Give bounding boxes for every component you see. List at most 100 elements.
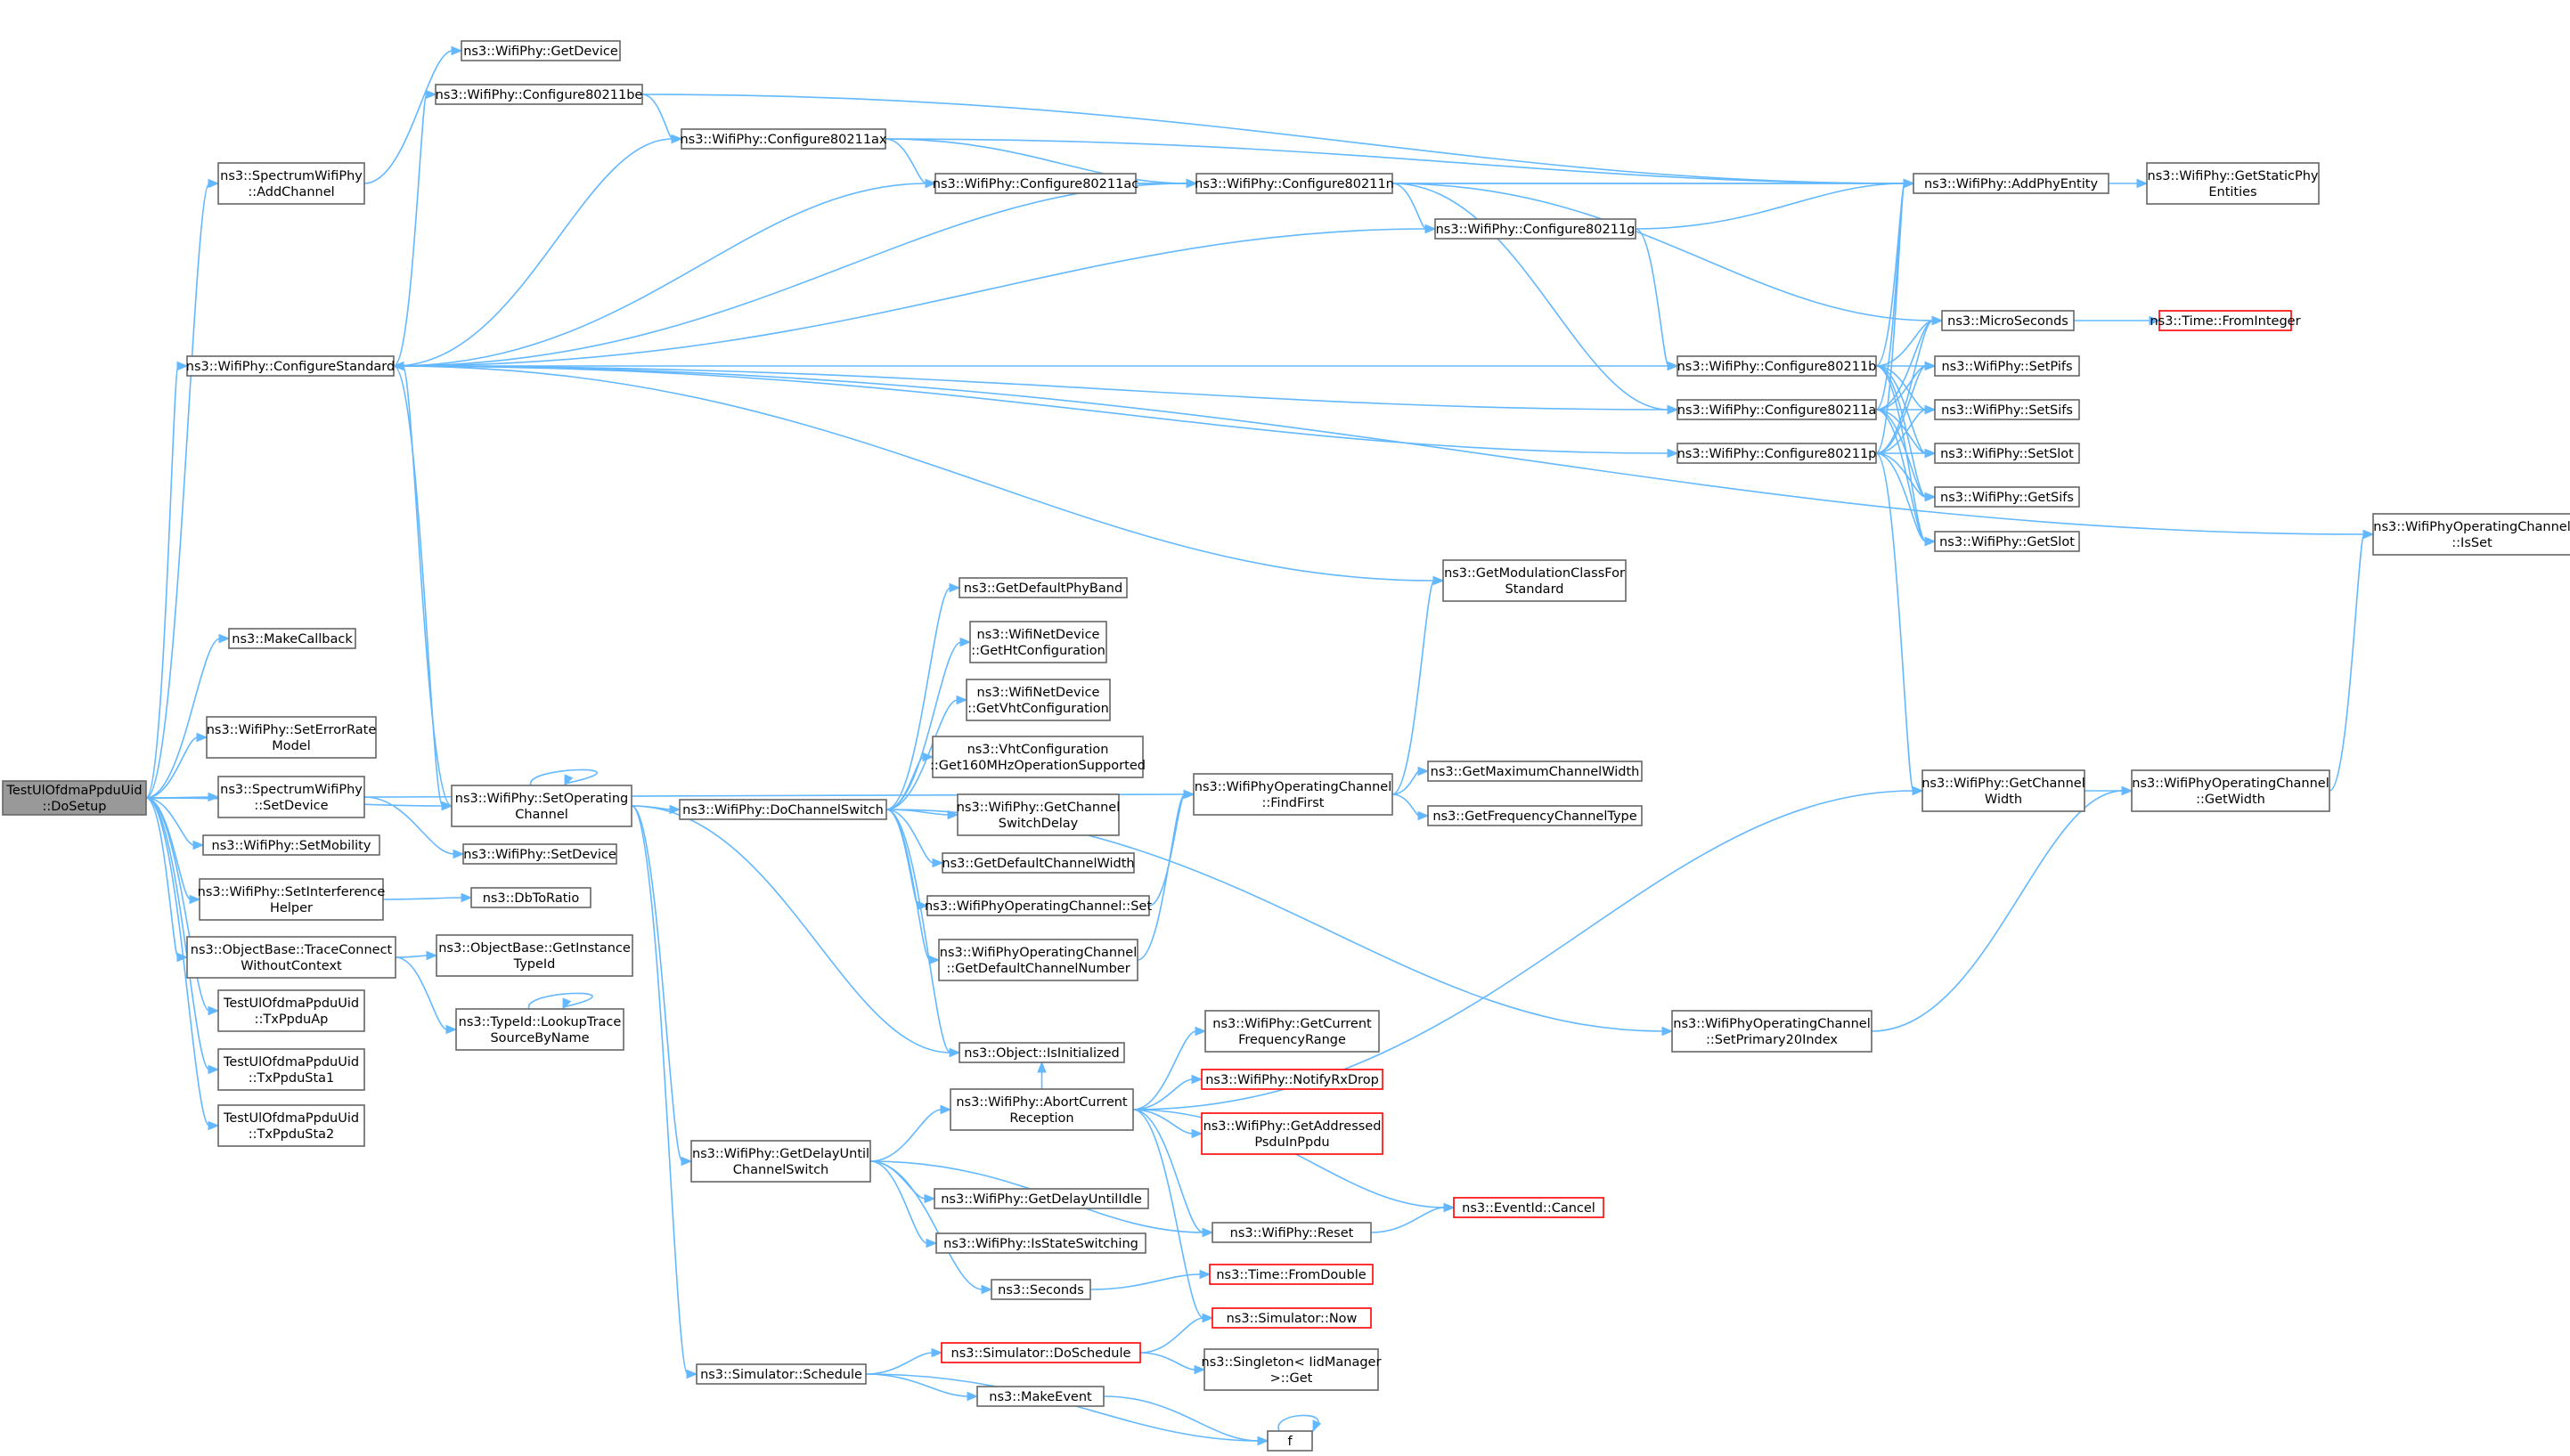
edge-line [885, 138, 1188, 184]
graph-node-n66[interactable]: ns3::Simulator::Schedule [696, 1363, 867, 1385]
node-box [1203, 1348, 1379, 1391]
graph-node-n16[interactable]: ns3::WifiPhy::SetSifs [1934, 399, 2080, 420]
graph-node-n8[interactable]: ns3::WifiPhy::AddPhyEntity [1913, 173, 2109, 194]
graph-node-n62[interactable]: ns3::Time::FromDouble [1209, 1264, 1374, 1285]
graph-node-n31[interactable]: ns3::SpectrumWifiPhy::SetDevice [217, 776, 365, 818]
graph-node-n33[interactable]: ns3::WifiPhy::DoChannelSwitch [679, 799, 887, 820]
graph-node-n50[interactable]: ns3::WifiPhyOperatingChannel::SetPrimary… [1671, 1010, 1872, 1053]
node-box [1212, 1307, 1372, 1329]
graph-node-n39[interactable]: ns3::WifiPhy::SetDevice [462, 843, 617, 865]
graph-node-n13[interactable]: ns3::WifiPhy::Configure80211b [1677, 355, 1877, 377]
node-label: ::Get160MHzOperationSupported [930, 759, 1146, 773]
graph-node-n20[interactable]: ns3::WifiPhy::GetSlot [1934, 531, 2080, 552]
graph-node-n2[interactable]: ns3::WifiPhy::GetDevice [461, 40, 621, 61]
edge-line [641, 94, 673, 140]
graph-node-n52[interactable]: ns3::Object::IsInitialized [959, 1042, 1125, 1063]
graph-node-n29[interactable]: ns3::WifiPhyOperatingChannel::FindFirst [1193, 773, 1393, 816]
node-label: ns3::WifiPhy::Configure80211g [1436, 223, 1636, 237]
graph-node-n25[interactable]: ns3::WifiNetDevice::GetHtConfiguration [969, 621, 1107, 663]
node-label: ns3::GetDefaultChannelWidth [942, 857, 1134, 871]
graph-node-n65[interactable]: ns3::Simulator::DoSchedule [941, 1342, 1141, 1363]
graph-node-n6[interactable]: ns3::WifiPhy::Configure80211ac [933, 173, 1138, 194]
graph-node-n23[interactable]: ns3::GetDefaultPhyBand [959, 577, 1128, 598]
graph-node-n37[interactable]: ns3::WifiPhyOperatingChannel::GetWidth [2131, 769, 2330, 812]
edge-arrowhead [681, 1156, 693, 1167]
graph-node-n64[interactable]: ns3::Simulator::Now [1212, 1307, 1372, 1329]
node-label: >::Get [1270, 1371, 1313, 1386]
graph-node-n61[interactable]: ns3::WifiPhy::IsStateSwitching [935, 1232, 1146, 1254]
graph-node-n60[interactable]: ns3::WifiPhy::Reset [1212, 1222, 1372, 1243]
edge-arrowhead [1191, 1074, 1203, 1085]
edge-arrowhead [932, 858, 944, 868]
graph-node-n44[interactable]: ns3::ObjectBase::TraceConnectWithoutCont… [186, 936, 396, 979]
graph-node-n4[interactable]: ns3::WifiPhy::Configure80211be [435, 84, 643, 105]
graph-node-n69[interactable]: f [1267, 1430, 1313, 1452]
graph-node-n30[interactable]: ns3::GetMaximumChannelWidth [1427, 761, 1643, 782]
node-label: ns3::WifiPhy::Configure80211ax [680, 133, 886, 147]
graph-node-n14[interactable]: ns3::WifiPhy::SetPifs [1934, 355, 2080, 377]
edge-line [1089, 1273, 1202, 1290]
node-label: ns3::ObjectBase::GetInstance [438, 941, 631, 956]
graph-node-n24[interactable]: ns3::MakeCallback [228, 628, 356, 649]
graph-node-n63[interactable]: ns3::Seconds [991, 1279, 1091, 1300]
graph-node-n38[interactable]: ns3::WifiPhy::SetMobility [202, 834, 380, 856]
node-label: ChannelSwitch [733, 1163, 828, 1177]
graph-node-n12[interactable]: ns3::Time::FromInteger [2150, 310, 2301, 331]
graph-node-n40[interactable]: ns3::GetDefaultChannelWidth [942, 852, 1135, 874]
node-box [1209, 1264, 1374, 1285]
graph-node-n58[interactable]: ns3::WifiPhy::GetDelayUntilIdle [934, 1188, 1149, 1209]
edge-line [885, 809, 1664, 1032]
graph-node-n27[interactable]: ns3::WifiNetDevice::GetVhtConfiguration [966, 679, 1111, 721]
graph-node-n42[interactable]: ns3::DbToRatio [470, 887, 592, 908]
graph-node-n7[interactable]: ns3::WifiPhy::Configure80211n [1195, 173, 1394, 194]
graph-node-n5[interactable]: ns3::WifiPhy::Configure80211ax [680, 128, 887, 150]
graph-node-n15[interactable]: ns3::WifiPhy::Configure80211a [1677, 399, 1877, 420]
graph-node-n67[interactable]: ns3::Singleton< IidManager>::Get [1202, 1348, 1382, 1391]
graph-node-n68[interactable]: ns3::MakeEvent [976, 1386, 1105, 1407]
edge-arrowhead [1924, 448, 1937, 459]
graph-node-n1[interactable]: ns3::SpectrumWifiPhy::AddChannel [217, 162, 365, 205]
graph-node-n3[interactable]: ns3::WifiPhy::ConfigureStandard [186, 355, 395, 377]
graph-node-n18[interactable]: ns3::WifiPhy::SetSlot [1934, 443, 2080, 464]
edge-line [1139, 1317, 1204, 1354]
graph-node-n59[interactable]: ns3::EventId::Cancel [1453, 1197, 1604, 1218]
graph-node-n21[interactable]: ns3::WifiPhyOperatingChannel::IsSet [2372, 513, 2570, 556]
graph-node-n28[interactable]: ns3::VhtConfiguration::Get160MHzOperatio… [930, 736, 1146, 778]
node-box [1204, 1010, 1380, 1053]
graph-node-n53[interactable]: ns3::WifiPhy::NotifyRxDrop [1201, 1069, 1383, 1090]
graph-node-n43[interactable]: ns3::WifiPhyOperatingChannel::Set [925, 895, 1152, 916]
edge-arrowhead [562, 997, 572, 1011]
graph-node-n35[interactable]: ns3::GetFrequencyChannelType [1427, 805, 1643, 826]
node-box [228, 628, 356, 649]
graph-node-n54[interactable]: TestUlOfdmaPpduUid::TxPpduSta2 [217, 1104, 365, 1147]
call-edge-n50-n37 [1871, 785, 2134, 1032]
graph-node-n11[interactable]: ns3::MicroSeconds [1941, 310, 2075, 331]
graph-node-n17[interactable]: ns3::WifiPhy::Configure80211p [1677, 443, 1877, 464]
graph-node-n19[interactable]: ns3::WifiPhy::GetSifs [1934, 486, 2080, 508]
graph-node-n46[interactable]: ns3::WifiPhyOperatingChannel::GetDefault… [938, 939, 1138, 981]
node-label: ::SetPrimary20Index [1706, 1033, 1838, 1047]
graph-node-n47[interactable]: TestUlOfdmaPpduUid::TxPpduAp [217, 989, 365, 1032]
graph-node-n51[interactable]: TestUlOfdmaPpduUid::TxPpduSta1 [217, 1048, 365, 1091]
call-edge-n10-n8 [1635, 178, 1915, 230]
node-label: ns3::WifiPhy::Reset [1230, 1226, 1354, 1240]
edge-arrowhead [1924, 404, 1937, 415]
edge-arrowhead [176, 952, 189, 963]
graph-node-n10[interactable]: ns3::WifiPhy::Configure80211g [1434, 218, 1636, 240]
node-label: ns3::WifiPhy::GetDevice [463, 45, 618, 59]
graph-node-n0[interactable]: TestUlOfdmaPpduUid::DoSetup [2, 780, 147, 816]
node-label: ns3::GetModulationClassFor [1444, 566, 1625, 581]
